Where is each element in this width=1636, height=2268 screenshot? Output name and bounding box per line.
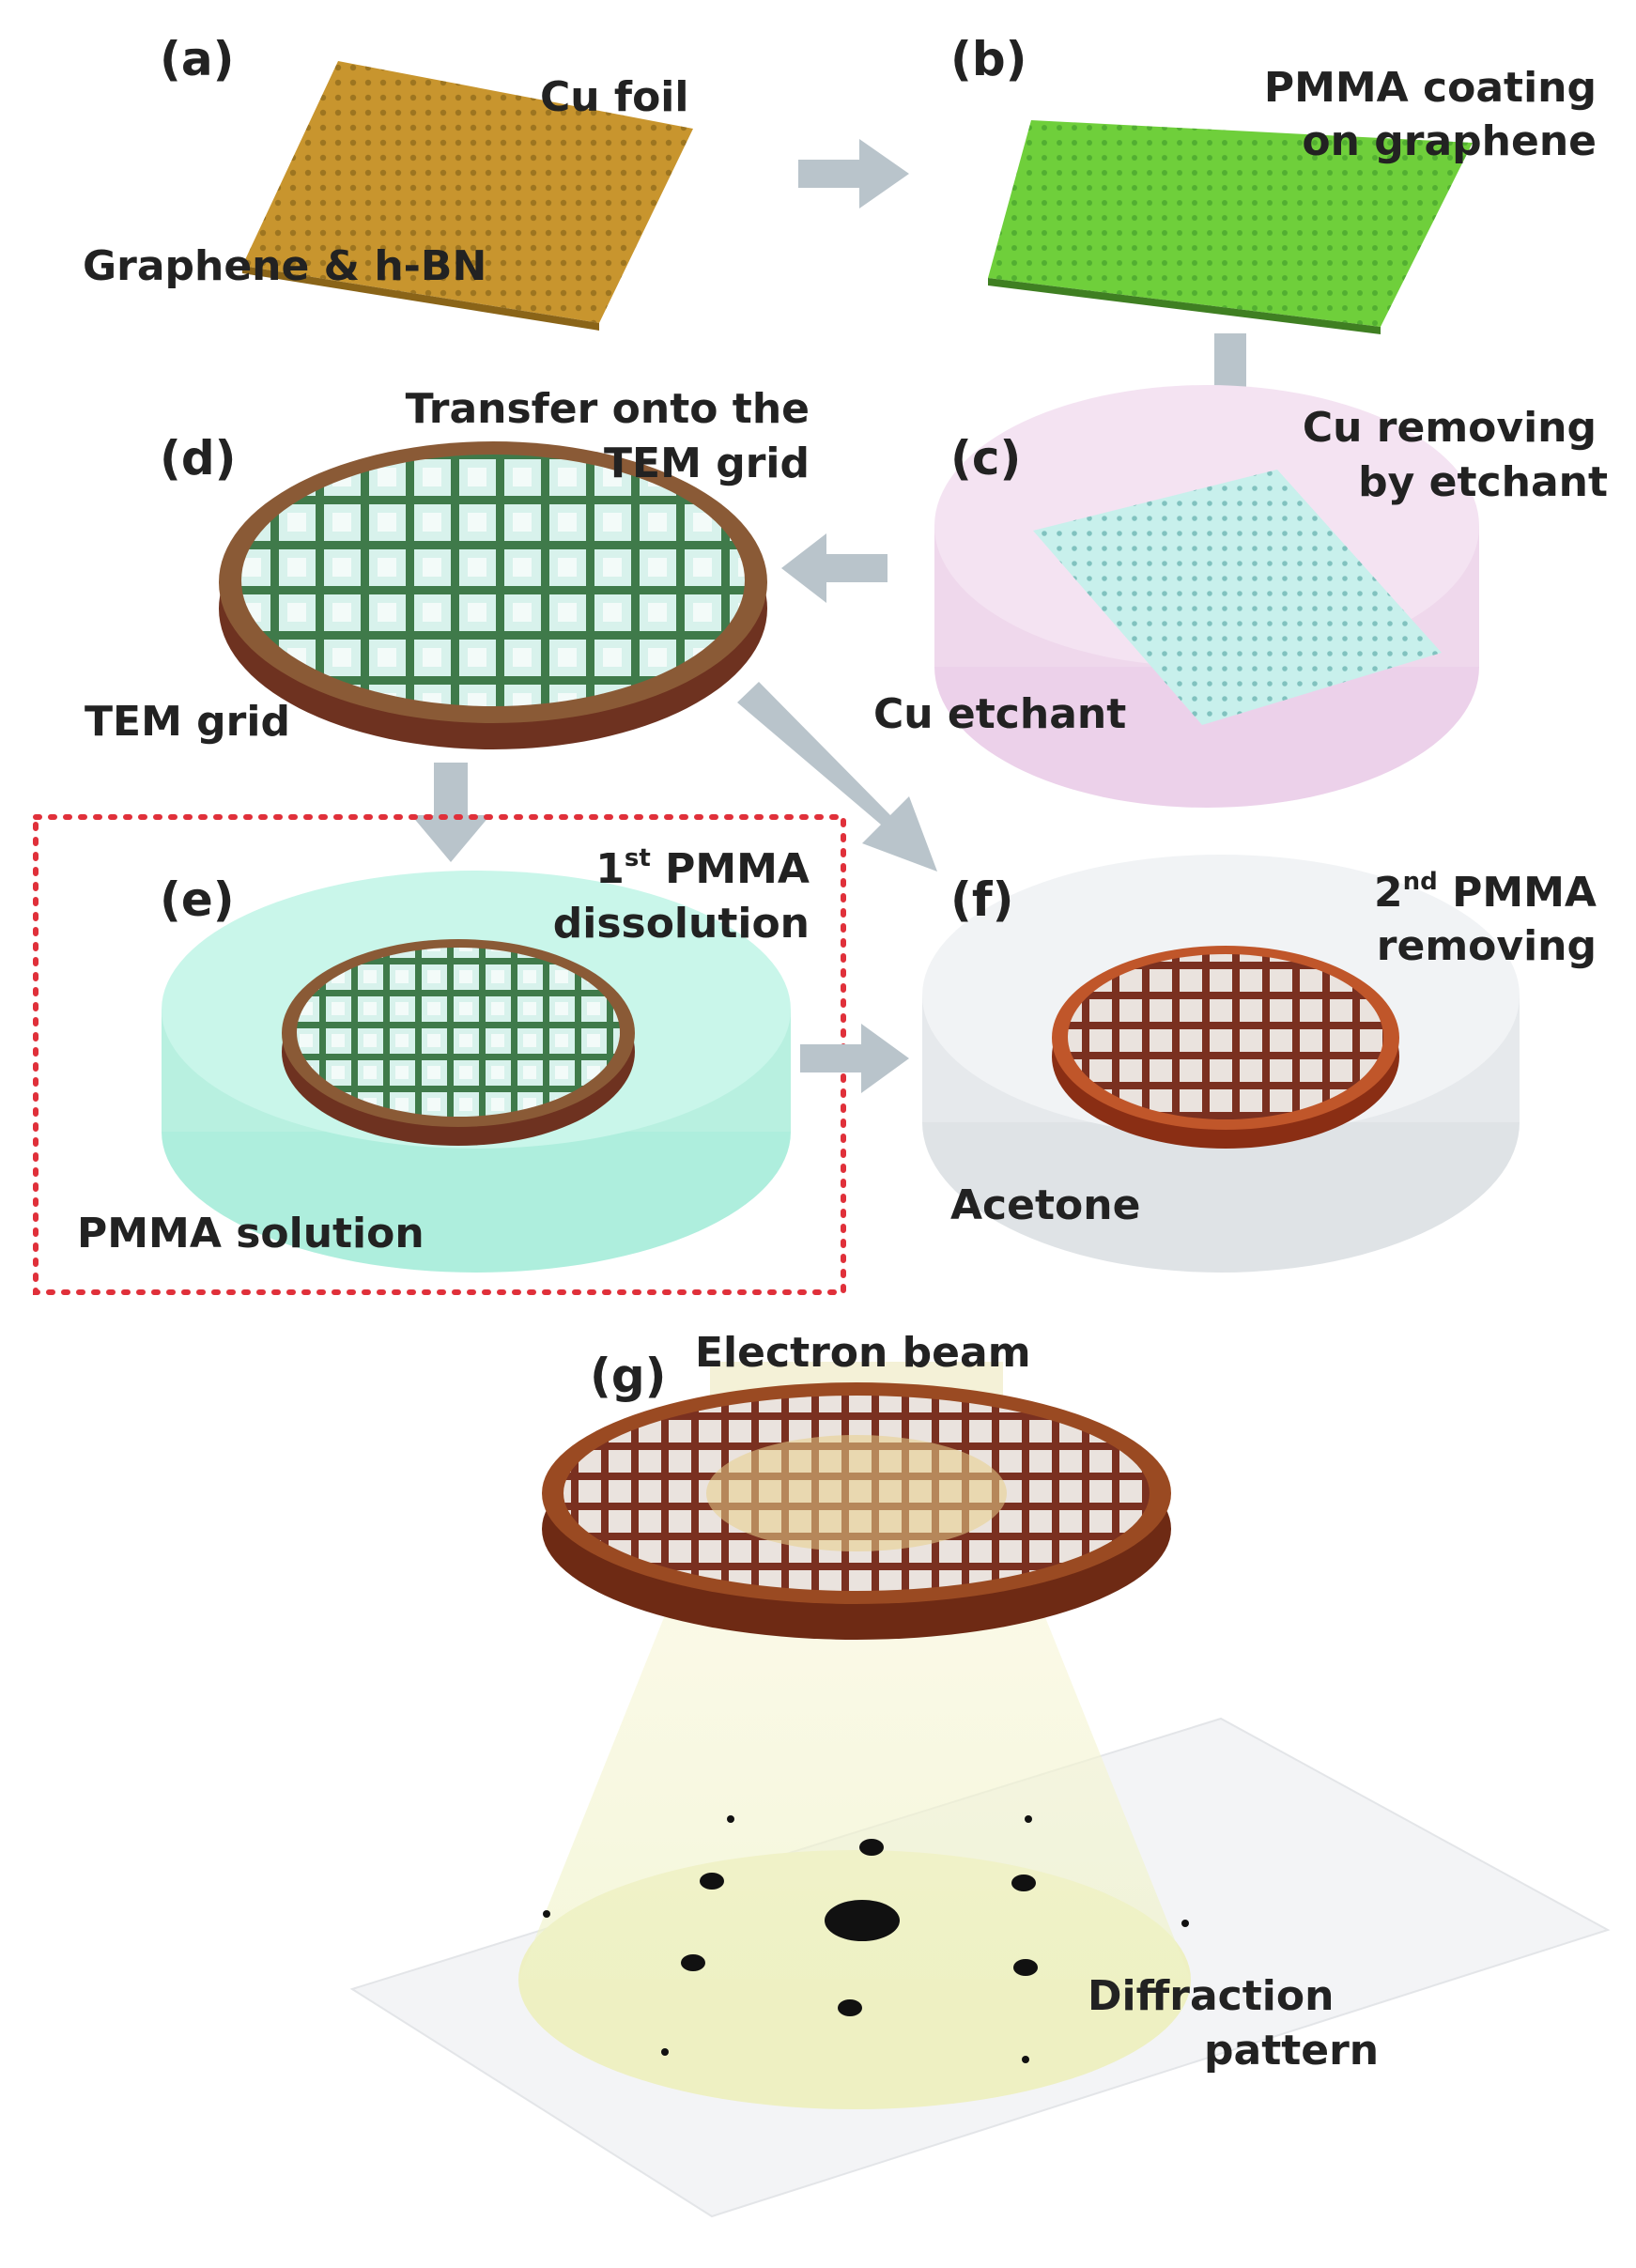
panel-c-caption-line2: by etchant: [1358, 458, 1608, 506]
diffraction-spot: [661, 2048, 669, 2056]
panel-c-tag: (c): [950, 431, 1021, 486]
arrow-e-to-f: [800, 1024, 909, 1093]
diffraction-spot: [838, 1999, 862, 2016]
panel-d: (d) Transfer onto the TEM grid TEM grid: [85, 385, 810, 749]
diffraction-spots: [543, 1815, 1189, 2063]
panel-a-tag: (a): [160, 32, 234, 86]
pmma-solution-label: PMMA solution: [77, 1210, 424, 1257]
diffraction-spot: [1011, 1875, 1036, 1891]
panel-b-caption-line1: PMMA coating: [1264, 64, 1597, 112]
panel-d-tag: (d): [160, 431, 237, 486]
panel-b: (b) PMMA coating on graphene: [950, 32, 1597, 334]
panel-f-caption-line1: 2nd PMMA: [1374, 868, 1597, 917]
diffraction-pattern-line1: Diffraction: [1088, 1972, 1334, 2020]
highlight-box-e: [33, 814, 846, 1295]
panel-f-tag: (f): [950, 872, 1013, 927]
panel-e-tag: (e): [160, 872, 235, 927]
panel-b-tag: (b): [950, 32, 1027, 86]
panel-f: (f) 2nd PMMA removing Acetone: [922, 855, 1597, 1273]
diffraction-spot: [681, 1954, 705, 1971]
tem-grid-mesh: [241, 455, 745, 706]
panel-f-ordinal: 2: [1374, 869, 1403, 917]
cu-etchant-label: Cu etchant: [873, 690, 1126, 738]
panel-g-tag: (g): [590, 1349, 667, 1403]
cu-foil-label: Cu foil: [540, 73, 688, 121]
diffraction-spot: [700, 1873, 724, 1890]
panel-g: (g) Electron beam Diffraction pattern: [349, 1329, 1611, 2218]
arrow-c-to-d: [781, 533, 887, 603]
panel-e: (e) 1st PMMA dissolution PMMA solution: [77, 844, 810, 1273]
diffraction-spot: [1025, 1815, 1032, 1823]
central-spot: [825, 1900, 900, 1941]
graphene-hbn-lattice: [242, 61, 693, 323]
panel-e-ordinal-sup: st: [625, 844, 651, 872]
panel-e-ordinal: 1: [595, 845, 625, 893]
panel-c: (c) Cu removing by etchant Cu etchant: [873, 385, 1608, 808]
diffraction-spot: [543, 1910, 550, 1918]
graphene-hbn-label: Graphene & h-BN: [83, 242, 486, 290]
beam-spot-on-grid: [706, 1435, 1007, 1551]
panel-a: (a) Cu foil Graphene & h-BN: [83, 32, 693, 331]
cu-foil-edge: [242, 266, 599, 331]
arrow-d-to-e: [411, 763, 490, 862]
panel-e-caption-line1: 1st PMMA: [595, 844, 810, 893]
panel-f-caption-rest: PMMA: [1438, 869, 1597, 917]
panel-c-caption-line1: Cu removing: [1303, 404, 1597, 452]
panel-d-caption-line1: Transfer onto the: [406, 385, 810, 433]
e-grid-mesh: [297, 948, 620, 1117]
diffraction-spot: [1022, 2056, 1029, 2063]
tem-grid-label: TEM grid: [85, 698, 290, 746]
pmma-lattice: [988, 120, 1473, 327]
diffraction-spot: [727, 1815, 734, 1823]
pmma-sheet-edge: [988, 278, 1381, 334]
f-grid-mesh: [1068, 954, 1383, 1119]
panel-e-caption-line2: dissolution: [553, 900, 810, 948]
diffraction-pattern-line2: pattern: [1204, 2027, 1379, 2075]
diffraction-spot: [859, 1839, 884, 1856]
panel-d-caption-line2: TEM grid: [604, 440, 810, 487]
arrow-d-to-f: [737, 682, 937, 872]
panel-b-caption-line2: on graphene: [1302, 117, 1597, 165]
scattered-beam-cone: [518, 1540, 1191, 1980]
electron-beam-label: Electron beam: [695, 1329, 1031, 1377]
panel-f-ordinal-sup: nd: [1403, 868, 1438, 896]
acetone-label: Acetone: [950, 1181, 1140, 1229]
panel-e-caption-rest: PMMA: [651, 845, 810, 893]
floating-film-lattice: [1033, 470, 1442, 725]
diffraction-spot: [1181, 1920, 1189, 1927]
panel-f-caption-line2: removing: [1377, 922, 1597, 970]
arrow-a-to-b: [798, 139, 909, 208]
diffraction-spot: [1013, 1959, 1038, 1976]
